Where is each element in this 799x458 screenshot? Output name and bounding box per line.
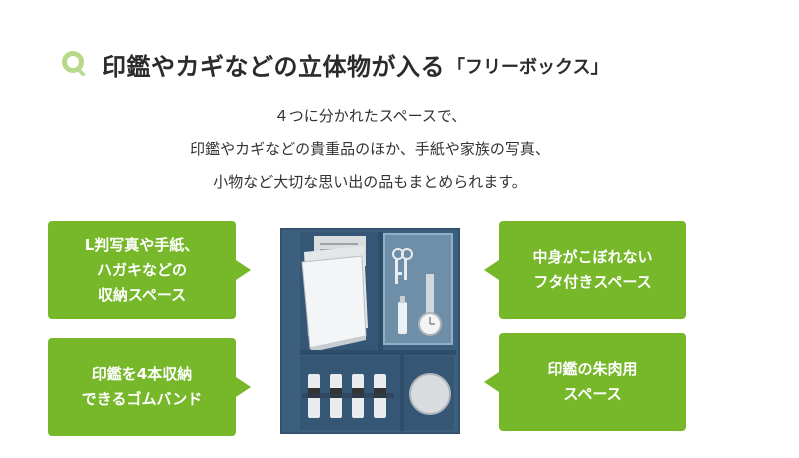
section-heading: 印鑑やカギなどの立体物が入る 「フリーボックス」 (60, 42, 608, 86)
callout-photo-letter-space: L判写真や手紙、 ハガキなどの 収納スペース (48, 221, 251, 319)
intro-line: 小物など大切な思い出の品もまとめられます。 (213, 173, 527, 191)
callout-line: ハガキなどの (96, 260, 187, 279)
ink-pad-icon (409, 373, 451, 415)
callout-lidded-space: 中身がこぼれない フタ付きスペース (484, 221, 686, 319)
usb-drive-icon (398, 296, 407, 334)
watch-icon (418, 274, 442, 336)
callout-line: 中身がこぼれない (532, 248, 653, 266)
seal-icons (302, 374, 394, 418)
callout-seal-rubber-band: 印鑑を4本収納 できるゴムバンド (48, 338, 251, 436)
letters-and-photos-icon (301, 236, 368, 352)
callout-ink-pad-space: 印鑑の朱肉用 スペース (484, 333, 686, 431)
callout-line: できるゴムバンド (81, 390, 203, 408)
callout-line: 収納スペース (97, 285, 187, 304)
callout-line: L判写真や手紙、 (84, 235, 200, 254)
callout-line: フタ付きスペース (533, 273, 652, 291)
key-icon (392, 248, 413, 284)
free-box-illustration (278, 226, 462, 436)
callout-line: スペース (563, 385, 622, 403)
search-icon (60, 49, 90, 79)
callout-line: 印鑑を4本収納 (91, 365, 193, 383)
heading-title: 印鑑やカギなどの立体物が入る (102, 52, 445, 81)
intro-line: ４つに分かれたスペースで、 (273, 107, 467, 125)
callout-line: 印鑑の朱肉用 (547, 360, 638, 378)
intro-line: 印鑑やカギなどの貴重品のほか、手紙や家族の写真、 (190, 140, 550, 158)
heading-product-name: 「フリーボックス」 (447, 57, 609, 78)
intro-text: ４つに分かれたスペースで、 印鑑やカギなどの貴重品のほか、手紙や家族の写真、 小… (0, 100, 740, 199)
